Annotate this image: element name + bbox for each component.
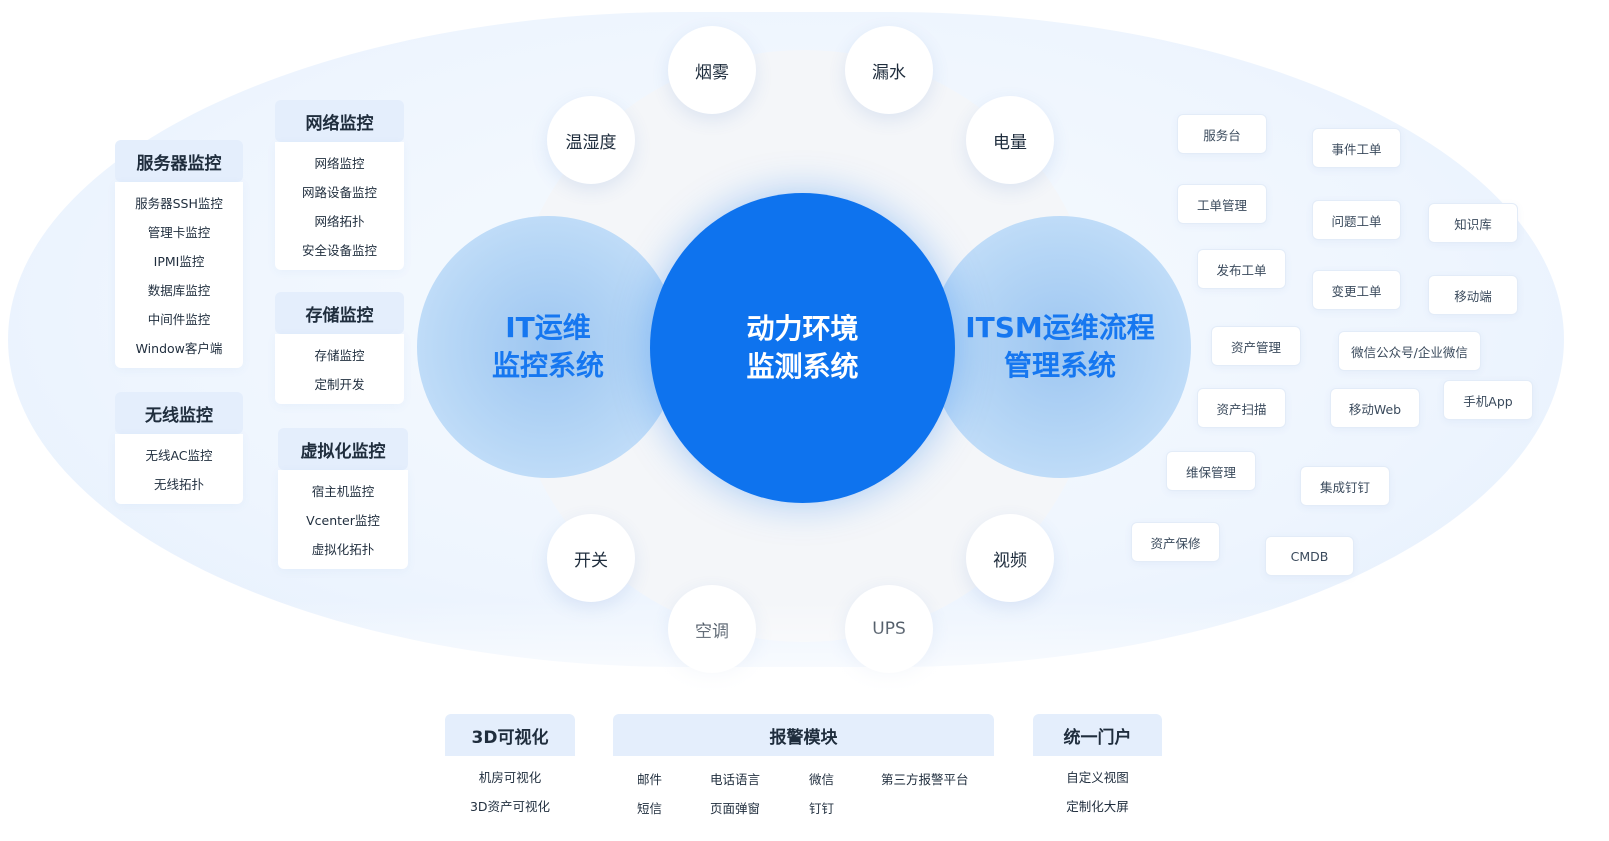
visualization-panel: 3D可视化 机房可视化 3D资产可视化 xyxy=(445,714,575,841)
panel-item: 虚拟化拓扑 xyxy=(311,542,375,557)
panel-item: 网路设备监控 xyxy=(301,185,377,200)
itsm-circle: ITSM运维流程 管理系统 xyxy=(929,216,1191,478)
chip-ticket-management: 工单管理 xyxy=(1177,184,1267,224)
chip-mobile-app: 手机App xyxy=(1443,380,1533,420)
panel-title: 网络监控 xyxy=(275,100,404,142)
power-env-line2: 监测系统 xyxy=(746,350,859,383)
alarm-item: 第三方报警平台 xyxy=(881,772,969,787)
chip-maintenance-management: 维保管理 xyxy=(1166,451,1256,491)
panel-item: 数据库监控 xyxy=(147,283,211,298)
panel-item: 安全设备监控 xyxy=(301,243,377,258)
chip-mobile-web: 移动Web xyxy=(1330,388,1420,428)
panel-title: 虚拟化监控 xyxy=(278,428,408,470)
it-monitoring-circle: IT运维 监控系统 xyxy=(417,216,679,478)
chip-dingtalk-integration: 集成钉钉 xyxy=(1300,466,1390,506)
panel-item: 网络监控 xyxy=(314,156,365,171)
itsm-line2: 管理系统 xyxy=(1003,349,1116,382)
panel-item: 存储监控 xyxy=(314,348,365,363)
panel-item: 3D资产可视化 xyxy=(469,799,551,814)
alarm-item: 页面弹窗 xyxy=(710,801,761,816)
chip-knowledge-base: 知识库 xyxy=(1428,203,1518,243)
chip-cmdb: CMDB xyxy=(1265,536,1354,576)
sensor-video: 视频 xyxy=(966,514,1054,602)
chip-incident-ticket: 事件工单 xyxy=(1312,128,1401,168)
alarm-item: 邮件 xyxy=(637,772,663,787)
chip-problem-ticket: 问题工单 xyxy=(1312,200,1401,240)
panel-item: 定制化大屏 xyxy=(1066,799,1129,814)
panel-title: 无线监控 xyxy=(115,392,243,434)
panel-item: 中间件监控 xyxy=(147,312,211,327)
sensor-water-leak: 漏水 xyxy=(845,26,933,114)
panel-item: 网络拓扑 xyxy=(314,214,365,229)
sensor-power: 电量 xyxy=(966,96,1054,184)
chip-asset-scan: 资产扫描 xyxy=(1197,388,1286,428)
panel-item: 无线拓扑 xyxy=(153,477,204,492)
sensor-smoke: 烟雾 xyxy=(668,26,756,114)
virtualization-monitoring-panel: 虚拟化监控 宿主机监控 Vcenter监控 虚拟化拓扑 xyxy=(278,428,408,569)
unified-portal-panel: 统一门户 自定义视图 定制化大屏 xyxy=(1033,714,1162,841)
panel-item: IPMI监控 xyxy=(153,254,205,269)
chip-asset-management: 资产管理 xyxy=(1211,326,1301,366)
panel-title: 报警模块 xyxy=(613,714,994,756)
panel-item: 宿主机监控 xyxy=(311,484,375,499)
sensor-switch: 开关 xyxy=(547,514,635,602)
chip-wechat-official: 微信公众号/企业微信 xyxy=(1338,331,1481,371)
wireless-monitoring-panel: 无线监控 无线AC监控 无线拓扑 xyxy=(115,392,243,504)
panel-item: 机房可视化 xyxy=(478,770,542,785)
itsm-line1: ITSM运维流程 xyxy=(965,311,1155,344)
power-env-line1: 动力环境 xyxy=(746,312,859,345)
power-env-circle: 动力环境 监测系统 xyxy=(650,193,955,503)
panel-item: Vcenter监控 xyxy=(306,513,380,528)
panel-item: 服务器SSH监控 xyxy=(135,196,223,211)
alarm-item: 电话语言 xyxy=(710,772,761,787)
alarm-item: 短信 xyxy=(637,801,663,816)
sensor-temp-humidity: 温湿度 xyxy=(547,96,635,184)
server-monitoring-panel: 服务器监控 服务器SSH监控 管理卡监控 IPMI监控 数据库监控 中间件监控 … xyxy=(115,140,243,368)
panel-item: 自定义视图 xyxy=(1066,770,1129,785)
it-monitoring-line1: IT运维 xyxy=(505,311,591,344)
chip-mobile-client: 移动端 xyxy=(1428,275,1518,315)
alarm-item: 钉钉 xyxy=(809,801,835,816)
panel-item: Window客户端 xyxy=(135,341,223,356)
panel-title: 统一门户 xyxy=(1033,714,1162,756)
panel-title: 服务器监控 xyxy=(115,140,243,182)
alarm-item: 微信 xyxy=(809,772,835,787)
chip-change-ticket: 变更工单 xyxy=(1312,270,1401,310)
panel-title: 存储监控 xyxy=(275,292,404,334)
network-monitoring-panel: 网络监控 网络监控 网路设备监控 网络拓扑 安全设备监控 xyxy=(275,100,404,270)
chip-release-ticket: 发布工单 xyxy=(1197,249,1286,289)
panel-item: 定制开发 xyxy=(314,377,365,392)
it-monitoring-line2: 监控系统 xyxy=(491,349,604,382)
panel-title: 3D可视化 xyxy=(445,714,575,756)
alarm-module-panel: 报警模块 邮件 电话语言 微信 第三方报警平台 短信 页面弹窗 钉钉 xyxy=(613,714,994,841)
panel-item: 管理卡监控 xyxy=(147,225,211,240)
chip-service-desk: 服务台 xyxy=(1177,114,1267,154)
chip-asset-warranty: 资产保修 xyxy=(1131,522,1220,562)
storage-monitoring-panel: 存储监控 存储监控 定制开发 xyxy=(275,292,404,404)
panel-item: 无线AC监控 xyxy=(145,448,213,463)
